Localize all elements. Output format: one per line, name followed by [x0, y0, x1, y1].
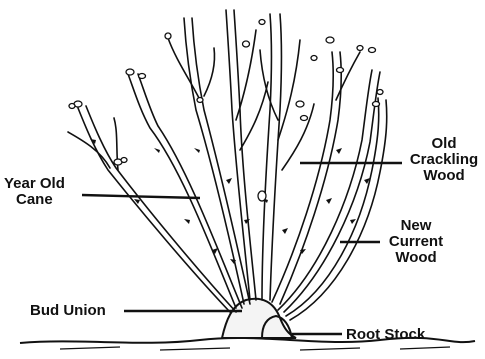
label-new-current-wood-line1: New	[380, 218, 452, 234]
label-year-old-cane: Year Old Cane	[4, 176, 65, 208]
label-new-current-wood-line3: Wood	[380, 250, 452, 266]
label-new-current-wood-line2: Current	[380, 234, 452, 250]
label-old-crackling-wood-line3: Wood	[404, 168, 484, 184]
label-bud-union: Bud Union	[30, 303, 106, 319]
bud-union	[222, 299, 296, 338]
label-old-crackling-wood-line2: Crackling	[404, 152, 484, 168]
label-old-crackling-wood: Old Crackling Wood	[404, 136, 484, 184]
label-new-current-wood: New Current Wood	[380, 218, 452, 266]
label-old-crackling-wood-line1: Old	[404, 136, 484, 152]
label-year-old-cane-line2: Cane	[4, 192, 65, 208]
buds	[69, 20, 383, 202]
label-year-old-cane-line1: Year Old	[4, 176, 65, 192]
label-root-stock: Root Stock	[346, 327, 425, 343]
pointer-year-old-cane	[82, 195, 200, 198]
ground-hatch	[60, 347, 450, 350]
